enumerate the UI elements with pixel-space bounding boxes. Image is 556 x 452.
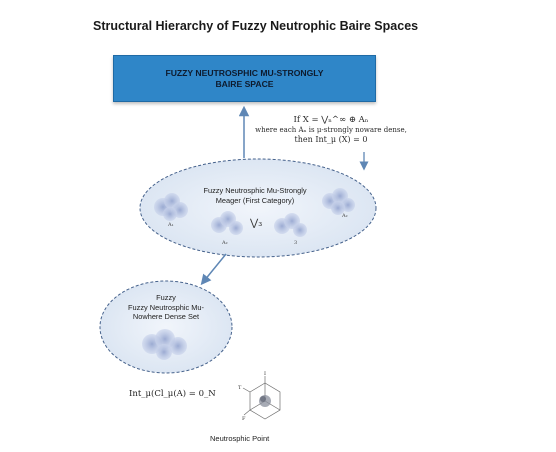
axis-f-label: F	[242, 416, 246, 422]
baire-space-line2: BAIRE SPACE	[215, 78, 274, 89]
nowhere-dense-line2: Fuzzy Neutrosphic Mu-	[128, 302, 204, 312]
nowhere-dense-label: Fuzzy Fuzzy Neutrosphic Mu- Nowhere Dens…	[116, 293, 216, 322]
nowhere-dense-line3: Nowhere Dense Set	[132, 312, 200, 321]
baire-space-box: FUZZY NEUTROSPHIC MU-STRONGLY BAIRE SPAC…	[113, 55, 376, 102]
meager-ellipse	[139, 158, 377, 258]
meager-blob-a2-right	[322, 188, 355, 215]
diagram-title: Structural Hierarchy of Fuzzy Neutrophic…	[93, 19, 419, 33]
meager-blob-a1	[154, 193, 188, 221]
meager-blob-3	[274, 213, 307, 237]
axis-t-label: T	[238, 385, 242, 391]
label-a2-right: A₂	[342, 213, 348, 219]
meager-label: Fuzzy Neutrosphic Mu-Strongly Meager (Fi…	[175, 186, 335, 205]
interior-closure-formula: Int_μ(Cl_μ(A) = 0_N	[129, 389, 216, 399]
formula-union: If X = ⋁ₙ^∞ ⊕ Aₙ	[293, 115, 369, 125]
arrow-down-to-nowhere-dense	[200, 253, 227, 286]
nowhere-dense-blob	[142, 329, 187, 360]
neutrosophic-point-label: Neutrosphic Point	[210, 434, 270, 443]
meager-blob-a2	[211, 211, 243, 235]
label-3: 3	[294, 240, 298, 246]
nowhere-dense-ellipse	[99, 280, 233, 374]
label-a2: A₂	[222, 240, 228, 246]
label-v3: ⋁₃	[250, 218, 263, 229]
baire-space-line1: FUZZY NEUTROSPHIC MU-STRONGLY	[165, 67, 324, 78]
meager-label-line1: Fuzzy Neutrosphic Mu-Strongly	[203, 186, 307, 195]
meager-label-line2: Meager (First Category)	[215, 195, 295, 205]
label-a1: A₁	[168, 222, 174, 228]
nowhere-dense-line1: Fuzzy	[156, 293, 176, 302]
baire-condition-formula: If X = ⋁ₙ^∞ ⊕ Aₙ where each Aₙ is μ-stro…	[246, 115, 416, 145]
neutrosophic-point-blob	[259, 395, 271, 407]
formula-condition: where each Aₙ is μ-strongly noware dense…	[255, 126, 407, 134]
axis-i-label: I	[264, 371, 266, 377]
formula-conclusion: then Int_μ (X) = 0	[294, 135, 368, 144]
